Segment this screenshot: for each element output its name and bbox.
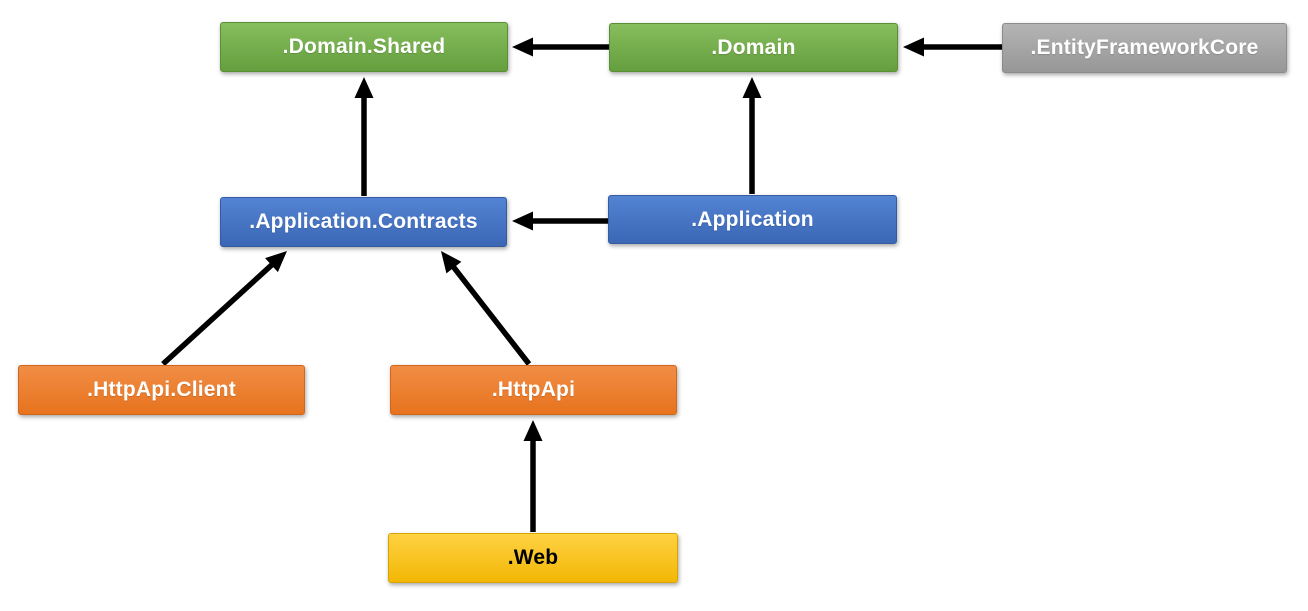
edge-httpapi-client-to-application-contracts (161, 251, 287, 367)
edge-web-to-httpapi (523, 420, 543, 532)
node-application: .Application (608, 195, 897, 244)
node-label: .HttpApi.Client (87, 378, 236, 401)
node-label: .Application (691, 207, 814, 231)
node-label: .Domain.Shared (282, 35, 446, 58)
node-label: .HttpApi (491, 378, 576, 401)
edge-application-contracts-to-domain-shared (354, 77, 374, 196)
node-domain: .Domain (609, 23, 898, 72)
edge-application-to-application-contracts (512, 211, 608, 231)
edge-domain-to-domain-shared (512, 37, 609, 57)
node-web: .Web (388, 533, 678, 583)
node-entity-framework-core: .EntityFrameworkCore (1002, 23, 1287, 73)
edge-httpapi-to-application-contracts (441, 251, 532, 366)
node-domain-shared: .Domain.Shared (220, 22, 508, 72)
node-label: .Application.Contracts (249, 210, 478, 233)
edge-entity-framework-core-to-domain (903, 37, 1002, 57)
node-label: .EntityFrameworkCore (1030, 36, 1259, 59)
node-label: .Web (507, 546, 559, 569)
edge-application-to-domain (742, 77, 762, 194)
node-httpapi: .HttpApi (390, 365, 677, 415)
node-label: .Domain (711, 35, 796, 59)
node-httpapi-client: .HttpApi.Client (18, 365, 305, 415)
node-application-contracts: .Application.Contracts (220, 197, 507, 247)
